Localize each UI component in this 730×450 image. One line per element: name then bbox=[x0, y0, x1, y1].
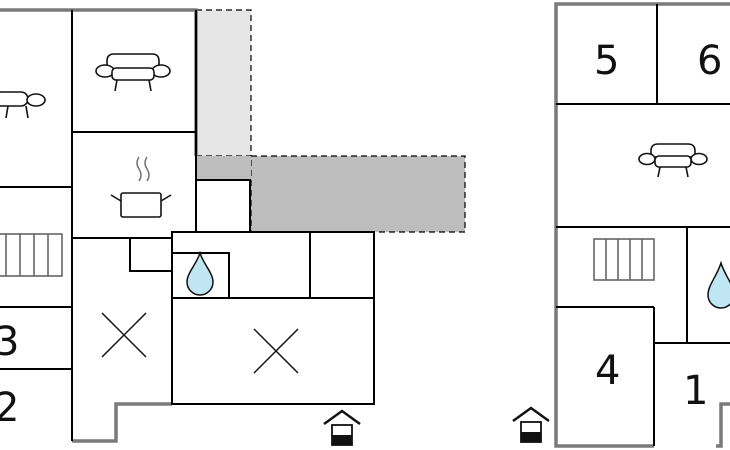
terrace-dark-connector bbox=[196, 156, 251, 232]
entrance-icon bbox=[323, 409, 361, 446]
walls-left bbox=[0, 10, 375, 441]
cross-mark-icon bbox=[253, 328, 299, 374]
room-3-label: 3 bbox=[0, 319, 19, 365]
outer-wall-right bbox=[554, 2, 730, 448]
room-6-label: 6 bbox=[697, 38, 722, 84]
sofa-icon bbox=[638, 143, 708, 178]
radiator-icon bbox=[593, 238, 655, 281]
cross-mark-icon bbox=[101, 312, 147, 358]
room-4-label: 4 bbox=[595, 348, 620, 394]
room-1-label: 1 bbox=[683, 368, 708, 414]
terrace-dark bbox=[250, 155, 466, 233]
room-2-label: 2 bbox=[0, 385, 19, 431]
outer-wall-bottom-right bbox=[716, 402, 730, 448]
water-drop-icon bbox=[707, 260, 730, 309]
sofa-icon bbox=[95, 53, 171, 92]
water-drop-icon bbox=[186, 250, 214, 296]
room-5-label: 5 bbox=[594, 38, 619, 84]
kitchen-pot-icon bbox=[110, 156, 172, 218]
outer-wall-bottom-left bbox=[72, 402, 172, 443]
radiator-icon bbox=[0, 233, 63, 277]
sofa-icon bbox=[0, 91, 46, 119]
walls-right bbox=[556, 4, 730, 446]
terrace-light bbox=[195, 9, 252, 157]
entrance-icon bbox=[512, 406, 550, 443]
outer-wall-left bbox=[0, 8, 198, 156]
